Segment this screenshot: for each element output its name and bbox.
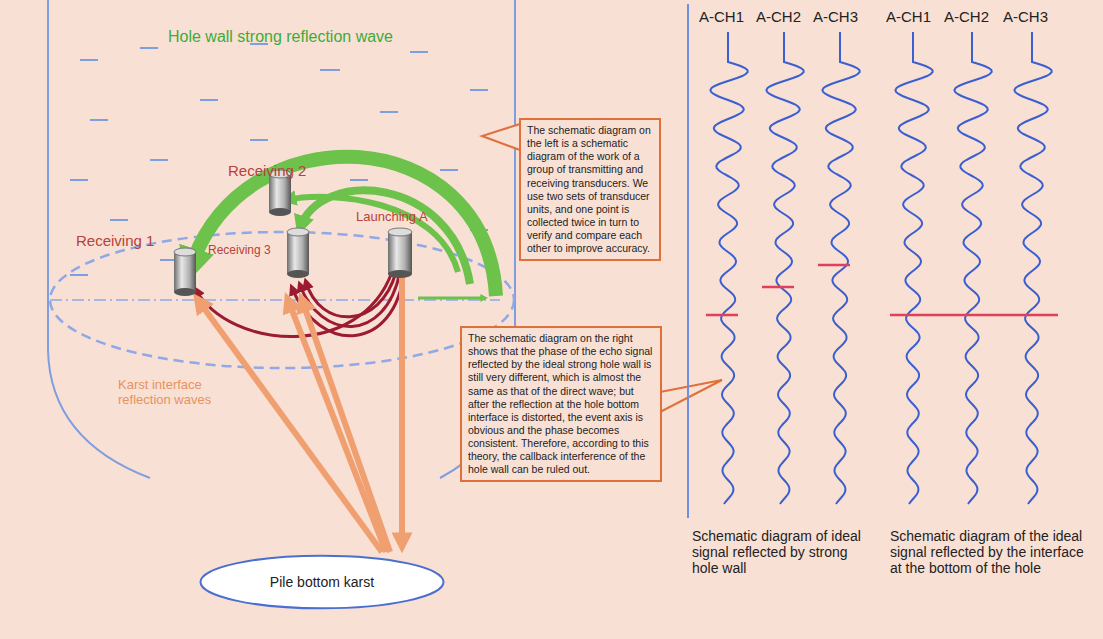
waveform-trace [954,32,991,504]
karst-ellipse: Pile bottom karst [198,554,446,610]
transducer [174,170,412,296]
panel-axis [687,4,689,518]
waveform-trace [710,32,747,504]
node-label: Pile bottom karst [270,574,374,590]
channel-name: A-CH2 [756,8,801,25]
wave-label: Hole wall strong reflection wave [168,28,393,46]
callout-pointer [660,380,722,412]
wave-label: Karst interface reflection waves [118,378,230,408]
channel-name: A-CH3 [813,8,858,25]
transducer-label: Launching A [356,210,428,225]
channel-name: A-CH1 [886,8,931,25]
water-marks [70,44,488,275]
channel-name: A-CH2 [944,8,989,25]
waveform-trace [822,32,859,504]
transducer-label: Receiving 1 [76,232,154,249]
waveform-trace [766,32,803,504]
waveform-trace [895,32,932,504]
callout-box: The schematic diagram on the right shows… [460,326,662,482]
waveform [710,32,1051,504]
transducer-label: Receiving 2 [228,162,306,179]
event-mark [706,265,1058,315]
ring-outline [50,232,514,368]
transducer-label: Receiving 3 [208,244,271,258]
channel-name: A-CH1 [699,8,744,25]
callout-pointer [482,124,520,150]
hole-wall-wave [190,157,496,298]
karst-wave [198,275,402,552]
panel-caption: Schematic diagram of the ideal signal re… [890,528,1095,576]
panel-caption: Schematic diagram of ideal signal reflec… [692,528,872,576]
callout-box: The schematic diagram on the left is a s… [519,118,661,261]
channel-name: A-CH3 [1003,8,1048,25]
callout-text: The schematic diagram on the right shows… [468,332,654,476]
callout-text: The schematic diagram on the left is a s… [527,124,653,255]
waveform-trace [1014,32,1051,504]
